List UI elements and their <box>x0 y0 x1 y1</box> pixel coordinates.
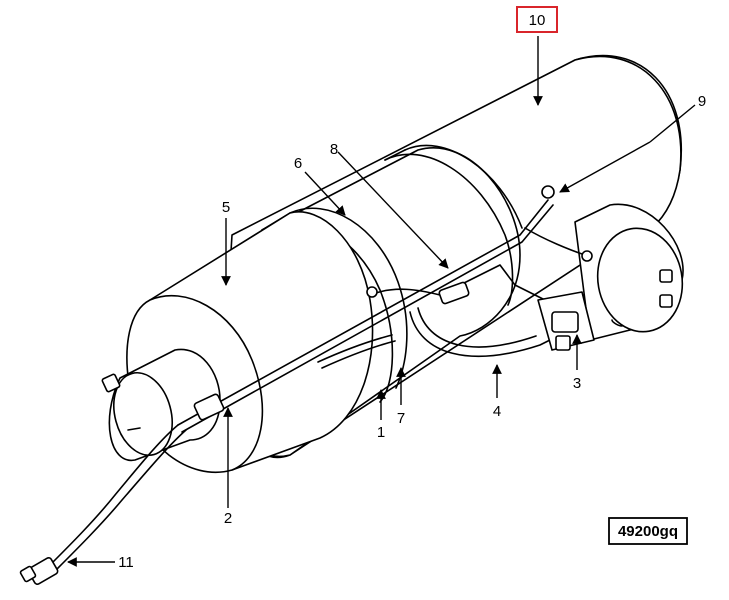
callout-11: 11 <box>118 554 134 571</box>
figure-code-box: 49200gq <box>608 517 688 545</box>
callout-labels: 1 2 3 4 5 6 7 8 9 10 11 <box>118 6 706 571</box>
callout-8: 8 <box>330 141 338 158</box>
callout-7: 7 <box>397 410 405 427</box>
callout-10-highlight-box <box>516 6 558 33</box>
outlet-pipe <box>574 203 684 341</box>
figure-code: 49200gq <box>618 523 678 540</box>
callout-6: 6 <box>294 155 302 172</box>
callout-4: 4 <box>493 403 501 420</box>
callout-3: 3 <box>573 375 581 392</box>
callout-2: 2 <box>224 510 232 527</box>
callout-1: 1 <box>377 424 385 441</box>
front-muffler-can <box>101 211 374 473</box>
sensor-harness <box>19 185 595 585</box>
callout-10: 10 <box>529 12 546 29</box>
callout-5: 5 <box>222 199 230 216</box>
callout-leaders <box>67 36 696 567</box>
callout-9: 9 <box>698 93 706 110</box>
